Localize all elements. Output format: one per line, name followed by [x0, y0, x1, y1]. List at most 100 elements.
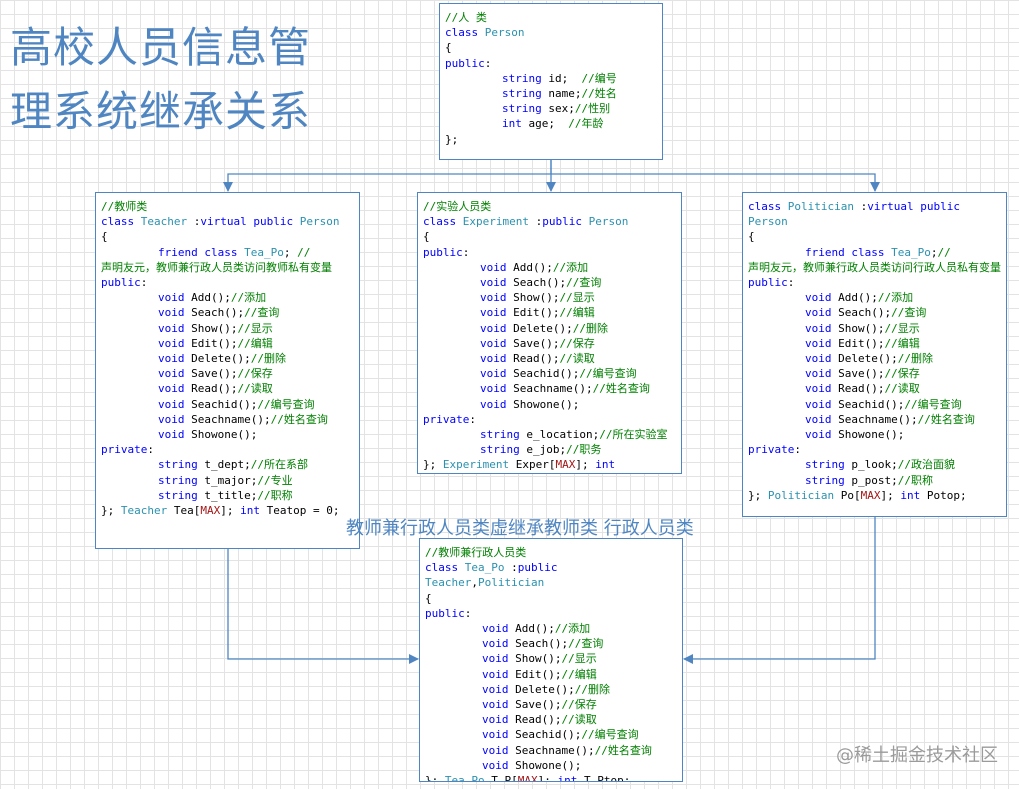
code-text: Teatop = 0;: [259, 504, 340, 518]
code-text: :: [187, 215, 201, 229]
code-keyword: void: [158, 382, 185, 396]
code-line: void Save();//保存: [423, 336, 677, 351]
code-keyword: private: [748, 443, 795, 457]
code-comment: //删除: [574, 682, 610, 696]
code-line: void Seach();//查询: [425, 636, 678, 651]
code-line: public:: [425, 606, 678, 621]
code-keyword: void: [158, 352, 185, 366]
code-text: Showone();: [184, 428, 258, 442]
code-keyword: string: [805, 473, 845, 487]
code-keyword: class: [101, 215, 135, 229]
code-keyword: string: [480, 443, 520, 457]
code-text: p_post;: [844, 473, 898, 487]
code-comment: //编号查询: [257, 397, 315, 411]
code-comment: //职称: [257, 488, 293, 502]
code-text: Seach();: [508, 637, 569, 651]
code-text: };: [445, 132, 459, 146]
code-comment: //读取: [237, 382, 273, 396]
code-keyword: int: [557, 774, 578, 782]
code-comment: //查询: [891, 306, 927, 320]
code-type-name: Teacher: [425, 576, 472, 590]
code-comment: //编辑: [884, 336, 920, 350]
code-keyword: string: [805, 458, 845, 472]
code-line: void Show();//显示: [748, 321, 1002, 336]
code-keyword: void: [805, 397, 832, 411]
code-keyword: string: [502, 87, 542, 101]
code-keyword: string: [502, 102, 542, 116]
code-line: class Person: [445, 25, 658, 40]
code-keyword: void: [805, 321, 832, 335]
code-text: [781, 200, 788, 213]
code-keyword: void: [482, 743, 509, 757]
code-line: void Seach();//查询: [748, 305, 1002, 320]
code-text: p_look;: [844, 458, 898, 472]
code-text: Save();: [506, 336, 560, 350]
code-text: name;: [541, 87, 582, 101]
code-text: ];: [575, 458, 596, 472]
code-line: private:: [423, 412, 677, 427]
code-keyword: int: [900, 488, 921, 502]
code-line: string sex;//性别: [445, 101, 658, 116]
code-keyword: void: [480, 382, 507, 396]
code-line: }; Politician Po[MAX]; int Potop;: [748, 488, 1002, 503]
code-line: string t_title;//职称: [101, 488, 355, 503]
code-comment: 声明友元，教师兼行政人员类访问教师私有变量: [101, 260, 332, 274]
code-line: string t_dept;//所在系部: [101, 457, 355, 472]
code-macro: MAX: [200, 504, 221, 518]
code-keyword: void: [482, 713, 509, 727]
code-keyword: void: [158, 367, 185, 381]
code-line: class Experiment :public Person: [423, 214, 677, 229]
code-text: [456, 215, 463, 228]
code-comment: //姓名查询: [917, 412, 975, 426]
code-text: age;: [521, 117, 569, 131]
code-text: Save();: [831, 367, 885, 381]
code-keyword: friend: [158, 245, 198, 259]
code-comment: //政治面貌: [897, 458, 955, 472]
code-type-name: Person: [484, 26, 525, 40]
code-type-name: Teacher: [140, 215, 188, 229]
code-keyword: public: [748, 276, 788, 290]
code-text: :: [464, 606, 472, 620]
code-line: void Delete();//删除: [101, 351, 355, 366]
code-keyword: string: [158, 488, 198, 502]
code-comment: //添加: [552, 260, 589, 274]
code-keyword: class: [748, 200, 782, 213]
code-comment: //显示: [559, 291, 595, 305]
code-comment: //姓名查询: [594, 743, 652, 757]
code-keyword: void: [805, 382, 832, 396]
code-text: [293, 215, 300, 228]
code-comment: //: [937, 245, 951, 259]
code-text: Seach();: [831, 306, 892, 320]
code-keyword: void: [482, 652, 509, 666]
code-text: [458, 561, 465, 574]
code-text: [960, 200, 967, 213]
code-comment: //编辑: [561, 667, 597, 681]
code-keyword: string: [480, 428, 520, 442]
code-comment: //编号查询: [904, 397, 962, 411]
code-line: void Delete();//删除: [748, 351, 1002, 366]
code-text: :: [787, 276, 795, 290]
code-text: Seach();: [184, 306, 245, 320]
code-text: Seachid();: [506, 367, 580, 381]
code-text: };: [425, 774, 445, 782]
code-type-name: Politician: [767, 488, 835, 502]
code-line: //实验人员类: [423, 199, 677, 214]
code-keyword: int: [595, 458, 616, 472]
code-keyword: class: [851, 245, 885, 259]
code-line: {: [425, 591, 678, 606]
code-comment: //编号查询: [579, 367, 637, 381]
watermark: @稀土掘金技术社区: [836, 745, 998, 766]
code-line: void Seachid();//编号查询: [423, 366, 677, 381]
code-line: string e_job;//职务: [423, 442, 677, 457]
code-text: :: [484, 56, 492, 70]
code-text: Edit();: [831, 336, 885, 350]
code-line: {: [423, 229, 677, 244]
code-keyword: virtual: [200, 215, 247, 229]
code-keyword: void: [480, 336, 507, 350]
code-keyword: void: [482, 622, 509, 636]
inheritance-arrow-person-politician: [551, 173, 880, 192]
code-text: Read();: [508, 713, 562, 727]
code-keyword: int: [502, 117, 522, 131]
code-text: Exper[: [509, 458, 556, 472]
code-comment: //保存: [559, 336, 595, 350]
